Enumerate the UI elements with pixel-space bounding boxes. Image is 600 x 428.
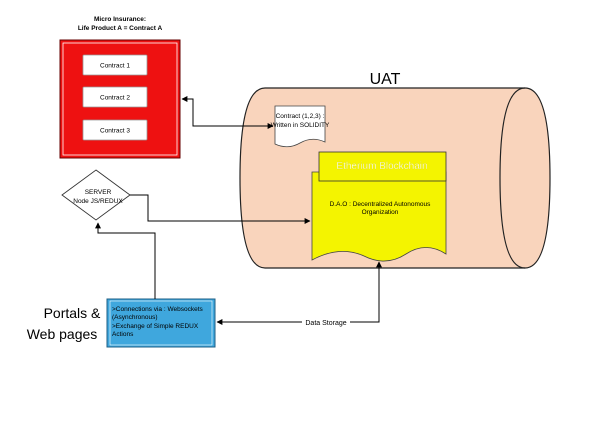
contract-3-label: Contract 3 <box>100 128 130 135</box>
data-storage-label: Data Storage <box>305 320 346 327</box>
connections-line-1: >Connections via : Websockets <box>112 306 203 313</box>
uat-label: UAT <box>370 71 401 88</box>
portals-line-1: Portals & <box>44 305 101 321</box>
solidity-document <box>274 105 326 148</box>
blockchain-label: Etherium Blockchain <box>336 161 427 172</box>
contract-2-label: Contract 2 <box>100 95 130 102</box>
connections-line-2: (Asynchronous) <box>112 314 158 321</box>
contract-2-box[interactable]: Contract 2 <box>82 86 148 108</box>
server-diamond <box>61 169 131 221</box>
dao-document <box>311 171 447 262</box>
server-to-dao-connector <box>130 194 311 224</box>
contracts-to-solidity-connector <box>181 96 274 129</box>
title-line-1: Micro Insurance: <box>94 16 146 23</box>
data-storage-label-bg <box>302 317 350 327</box>
portals-to-server-connector <box>95 222 156 299</box>
server-line-1: SERVER <box>85 189 112 196</box>
portals-line-2: Web pages <box>27 326 98 342</box>
connections-line-4: Actions <box>112 331 134 338</box>
solidity-line-1: Contract (1,2,3) : <box>276 113 325 120</box>
solidity-line-2: Written in SOLIDITY <box>271 122 330 129</box>
connections-box <box>106 298 216 348</box>
server-line-2: Node JS/REDUX <box>73 198 123 205</box>
dao-to-portals-connector <box>216 261 382 325</box>
blockchain-label-box <box>318 151 447 182</box>
dao-line-1: D.A.O : Decentralized Autonomous <box>330 201 432 208</box>
title-line-2: Life Product A = Contract A <box>78 25 163 32</box>
contract-1-box[interactable]: Contract 1 <box>82 54 148 76</box>
dao-line-2: Organization <box>362 209 399 216</box>
contract-3-box[interactable]: Contract 3 <box>82 119 148 141</box>
connections-line-3: >Exchange of Simple REDUX <box>112 323 199 330</box>
contract-1-label: Contract 1 <box>100 63 130 70</box>
